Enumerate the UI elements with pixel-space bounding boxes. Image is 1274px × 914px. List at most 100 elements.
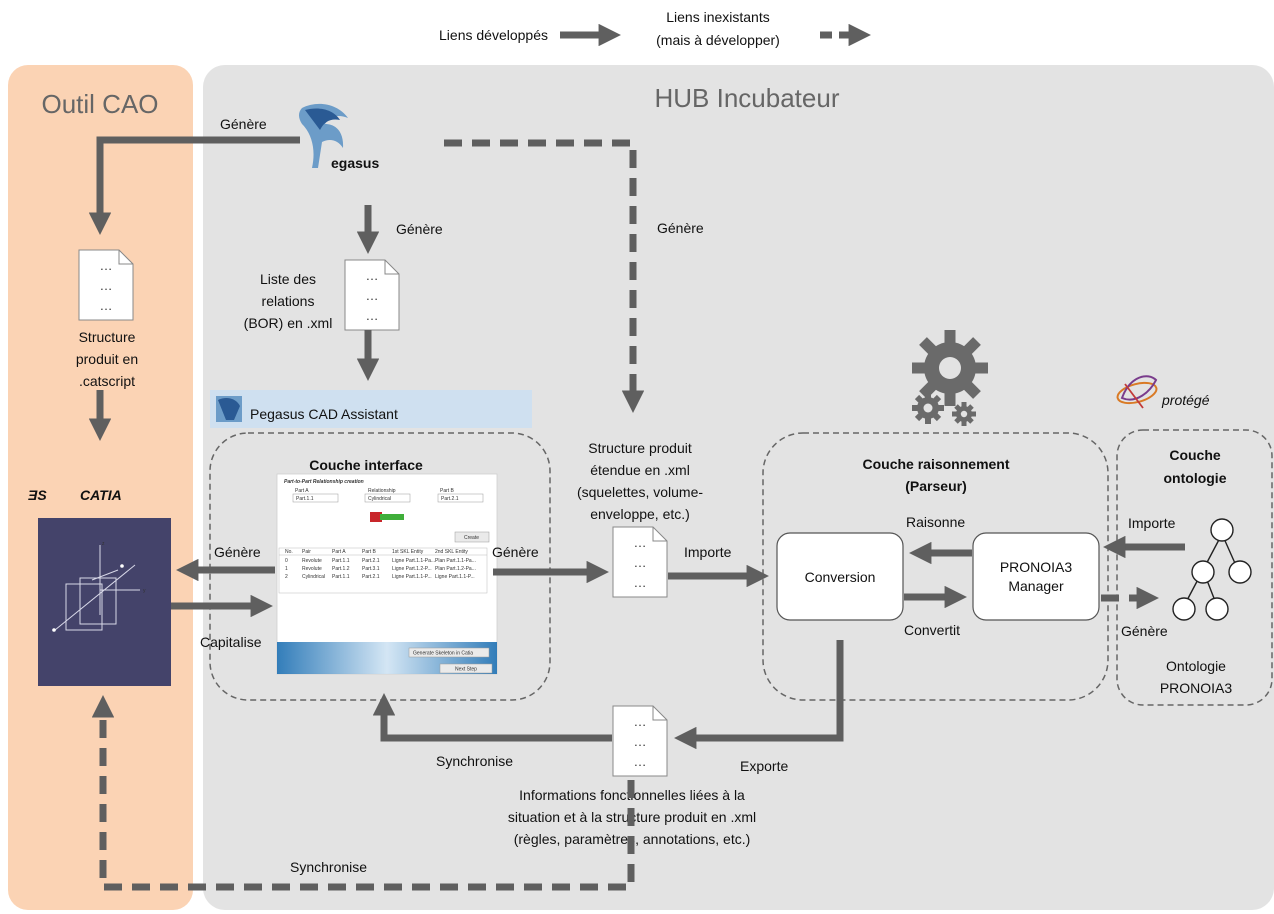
screenshot-header: 2nd SKL Entity — [435, 549, 468, 555]
screenshot-cell: Plan Part.1.2-Pa... — [435, 566, 476, 572]
reasoning-layer-title-2: (Parseur) — [905, 478, 966, 494]
screenshot-header: Part B — [362, 549, 377, 555]
screenshot-header: 1st SKL Entity — [392, 549, 424, 555]
caption-line: Liste des — [260, 271, 316, 287]
screenshot-cell: Ligne Part.1.1-Pa... — [392, 558, 435, 564]
screenshot-cell: Plan Part.1.1-Pa... — [435, 558, 476, 564]
svg-text:y: y — [143, 588, 146, 594]
document-dots: … — [366, 268, 379, 283]
screenshot-cell: 0 — [285, 558, 288, 564]
bor-document-icon: … … … — [344, 259, 400, 331]
arrow-functional-to-interface — [372, 693, 612, 742]
screenshot-cell: 1 — [285, 566, 288, 572]
caption-line: PRONOIA3 — [1160, 680, 1233, 696]
hub-title: HUB Incubateur — [655, 83, 840, 113]
catia-logo: ƎS CATIA — [28, 487, 122, 503]
svg-text:Part A: Part A — [295, 488, 309, 494]
ontology-layer-title-1: Couche — [1169, 447, 1221, 463]
caption-line: enveloppe, etc.) — [590, 506, 690, 522]
caption-line: (squelettes, volume- — [577, 484, 703, 500]
document-dots: … — [634, 734, 647, 749]
svg-text:Part.2.1: Part.2.1 — [441, 496, 459, 502]
document-dots: … — [366, 308, 379, 323]
svg-text:Part B: Part B — [440, 488, 455, 494]
caption-line: Structure — [79, 329, 136, 345]
document-dots: … — [634, 754, 647, 769]
label-genere-right: Génère — [492, 544, 539, 560]
screenshot-cell: Part.1.1 — [332, 574, 350, 580]
screenshot-cell: Ligne Part.1.1-P... — [435, 574, 475, 580]
document-dots: … — [100, 278, 113, 293]
label-genere-top: Génère — [220, 116, 267, 132]
caption-line: relations — [262, 293, 315, 309]
ontology-tree-icon — [1172, 518, 1252, 621]
legend-developed-label: Liens développés — [439, 27, 548, 43]
screenshot-header: No. — [285, 549, 293, 555]
svg-text:Part.1.1: Part.1.1 — [296, 496, 314, 502]
pegasus-logo: egasus — [299, 103, 379, 171]
label-synchronise-mid: Synchronise — [436, 753, 513, 769]
screenshot-header: Pair — [302, 549, 311, 555]
pronoia-label-1: PRONOIA3 — [1000, 559, 1073, 575]
label-raisonne: Raisonne — [906, 514, 965, 530]
cao-region — [8, 65, 193, 910]
screenshot-cell: 2 — [285, 574, 288, 580]
document-dots: … — [100, 298, 113, 313]
document-dots: … — [366, 288, 379, 303]
reasoning-layer-title-1: Couche raisonnement — [862, 456, 1009, 472]
conversion-label: Conversion — [805, 569, 876, 585]
reasoning-layer — [762, 432, 1109, 701]
label-importe-mid: Importe — [684, 544, 732, 560]
dashed-arrow-functional-to-catia — [91, 695, 635, 891]
label-capitalise: Capitalise — [200, 634, 262, 650]
pronoia-manager-box — [972, 532, 1100, 621]
svg-text:ƎS: ƎS — [28, 487, 47, 503]
screenshot-cell: Revolute — [302, 566, 322, 572]
cao-title: Outil CAO — [41, 89, 158, 119]
caption-line: Structure produit — [588, 440, 692, 456]
arrow-conversion-to-functional — [674, 640, 844, 750]
screenshot-cell: Ligne Part.1.2-P... — [392, 566, 432, 572]
caption-line: étendue en .xml — [590, 462, 690, 478]
legend-missing-label-1: Liens inexistants — [666, 9, 770, 25]
dashed-arrow-pegasus-to-extended — [444, 139, 645, 413]
hub-region — [203, 65, 1274, 910]
extended-structure-caption: Structure produit étendue en .xml (squelet… — [577, 440, 703, 522]
arrow-pegasus-to-catscript — [88, 136, 300, 235]
document-dots: … — [100, 258, 113, 273]
caption-line: .catscript — [79, 373, 135, 389]
document-dots: … — [634, 714, 647, 729]
label-importe-right: Importe — [1128, 515, 1176, 531]
bor-caption: Liste des relations (BOR) en .xml — [244, 271, 333, 331]
svg-text:Cylindrical: Cylindrical — [368, 496, 391, 502]
caption-line: (BOR) en .xml — [244, 315, 333, 331]
screenshot-cell: Part.3.1 — [362, 566, 380, 572]
conversion-box — [776, 532, 904, 621]
ontology-layer — [1116, 429, 1273, 706]
label-genere-catia: Génère — [214, 544, 261, 560]
screenshot-cell: Cylindrical — [302, 574, 325, 580]
functional-info-document-icon: … … … — [612, 705, 668, 777]
caption-line: Ontologie — [1166, 658, 1226, 674]
document-dots: … — [634, 555, 647, 570]
svg-text:Create: Create — [464, 535, 479, 541]
gears-icon — [912, 330, 988, 426]
label-genere-mid: Génère — [396, 221, 443, 237]
screenshot-cell: Revolute — [302, 558, 322, 564]
svg-text:Relationship: Relationship — [368, 488, 396, 494]
legend-missing-label-2: (mais à développer) — [656, 32, 780, 48]
svg-text:z: z — [102, 541, 105, 547]
screenshot-cell: Part.1.1 — [332, 558, 350, 564]
svg-text:CATIA: CATIA — [80, 487, 122, 503]
screenshot-cell: Part.2.1 — [362, 574, 380, 580]
extended-structure-document-icon: ……… — [612, 526, 668, 598]
svg-text:Pegasus CAD Assistant: Pegasus CAD Assistant — [250, 406, 398, 422]
screenshot-cell: Part.2.1 — [362, 558, 380, 564]
pronoia-label-2: Manager — [1008, 578, 1064, 594]
pegasus-cad-banner: Pegasus CAD Assistant — [210, 390, 532, 428]
svg-text:protégé: protégé — [1161, 392, 1210, 408]
catscript-document-icon: … … … — [78, 249, 134, 321]
label-convertit: Convertit — [904, 622, 960, 638]
